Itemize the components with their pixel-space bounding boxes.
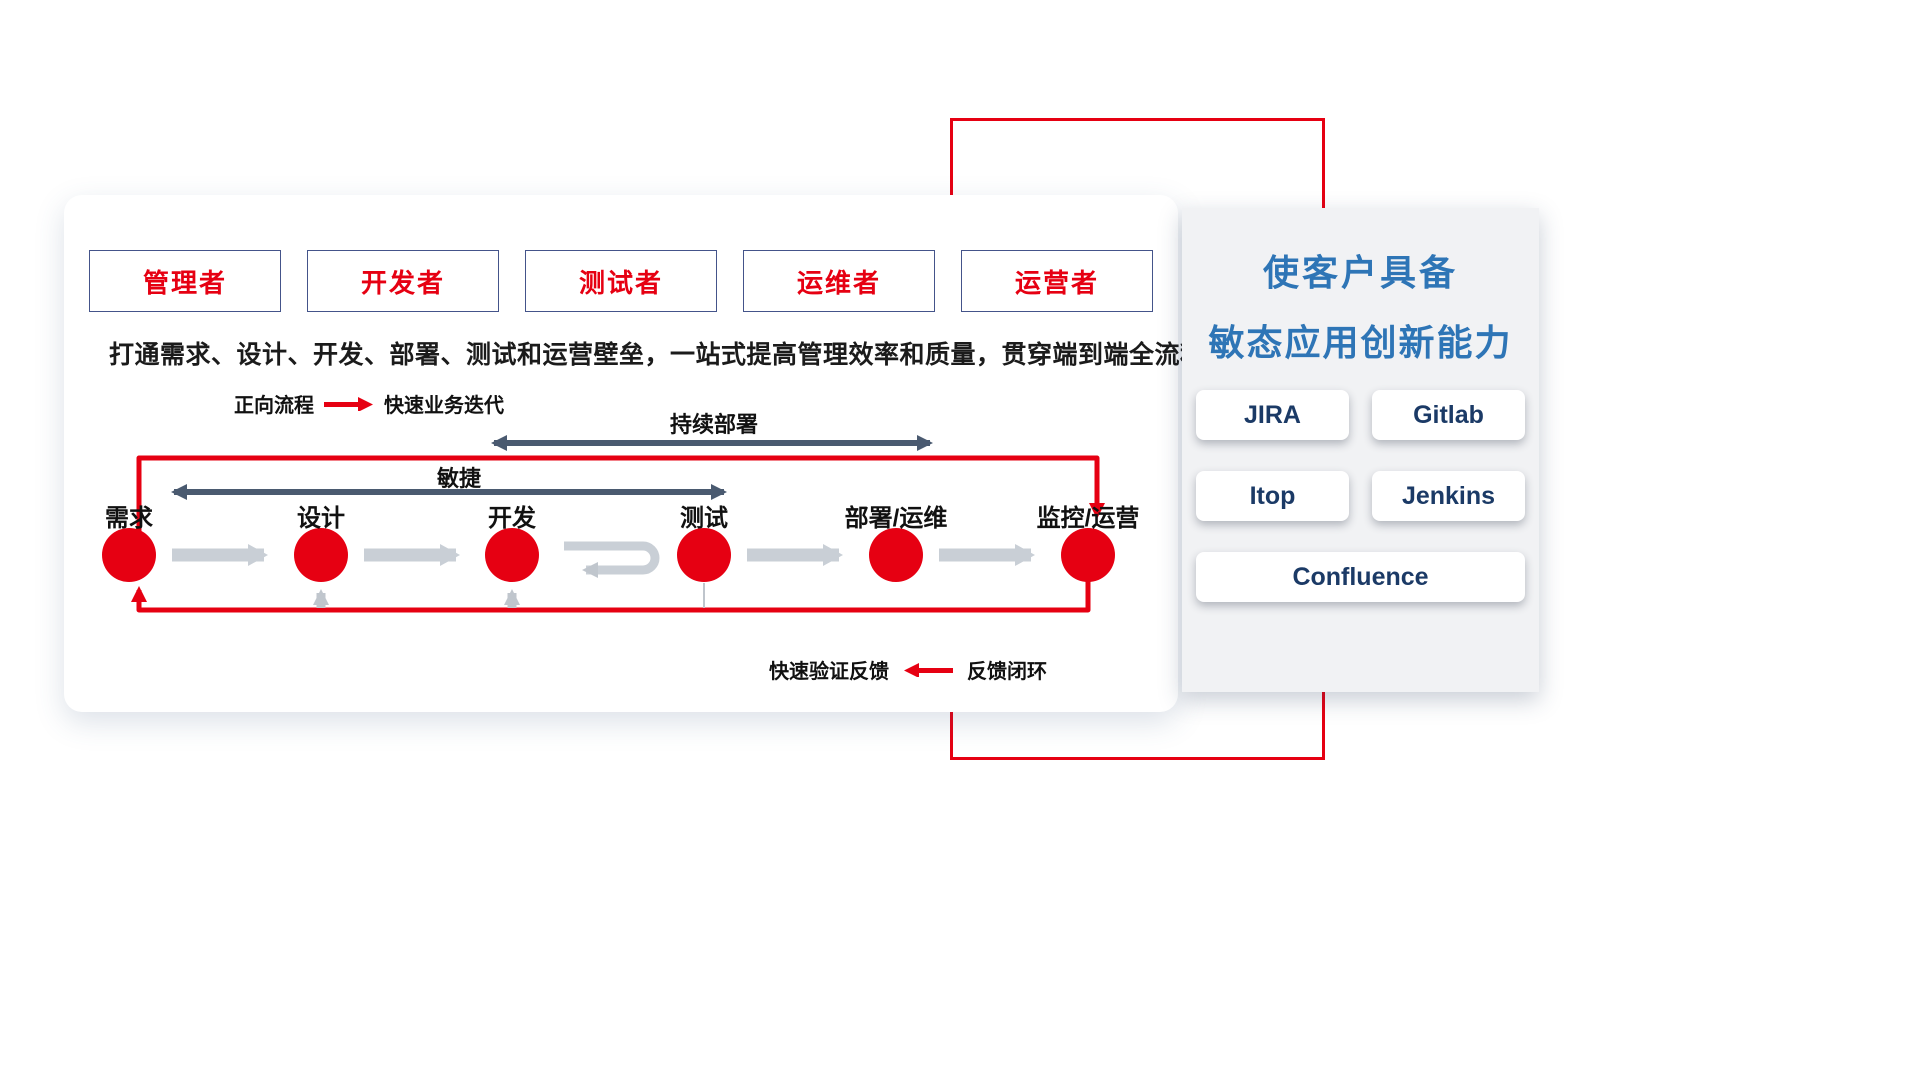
legend-feedback-text: 快速验证反馈 [769, 661, 889, 683]
legend-feedback-label: 反馈闭环 [967, 661, 1047, 683]
devops-flow-panel: 管理者 开发者 测试者 运维者 运营者 打通需求、设计、开发、部署、测试和运营壁… [64, 195, 1205, 712]
capability-title-line2: 敏态应用创新能力 [1208, 322, 1513, 363]
stage-label-test: 测试 [680, 505, 728, 532]
stage-label-design: 设计 [297, 505, 345, 532]
stage-label-development: 开发 [488, 505, 536, 532]
tool-box-jira: JIRA [1196, 390, 1349, 440]
iteration-loop-icon [564, 541, 660, 578]
stage-node-deploy-ops [869, 528, 923, 582]
legend-feedback-loop: 快速验证反馈 反馈闭环 [769, 655, 1047, 684]
stage-node-design [294, 528, 348, 582]
stage-node-requirement [102, 528, 156, 582]
stage-node-test [677, 528, 731, 582]
stage-label-deploy-ops: 部署/运维 [844, 505, 948, 532]
tool-box-jenkins: Jenkins [1372, 471, 1525, 521]
stage-node-development [485, 528, 539, 582]
tool-box-confluence: Confluence [1196, 552, 1525, 602]
stage-label-monitor-operation: 监控/运营 [1036, 505, 1140, 532]
feedback-loop-line [131, 581, 1091, 613]
tool-grid: JIRA Gitlab Itop Jenkins Confluence [1196, 390, 1525, 602]
feedback-arrow-icon [904, 662, 953, 677]
stage-node-monitor-operation [1061, 528, 1115, 582]
tool-box-itop: Itop [1196, 471, 1349, 521]
capability-title-line1: 使客户具备 [1262, 252, 1458, 293]
capability-panel: 使客户具备 敏态应用创新能力 JIRA Gitlab Itop Jenkins … [1182, 208, 1539, 692]
tool-box-gitlab: Gitlab [1372, 390, 1525, 440]
stage-label-requirement: 需求 [105, 505, 153, 532]
flow-diagram-graphic [102, 435, 1115, 613]
